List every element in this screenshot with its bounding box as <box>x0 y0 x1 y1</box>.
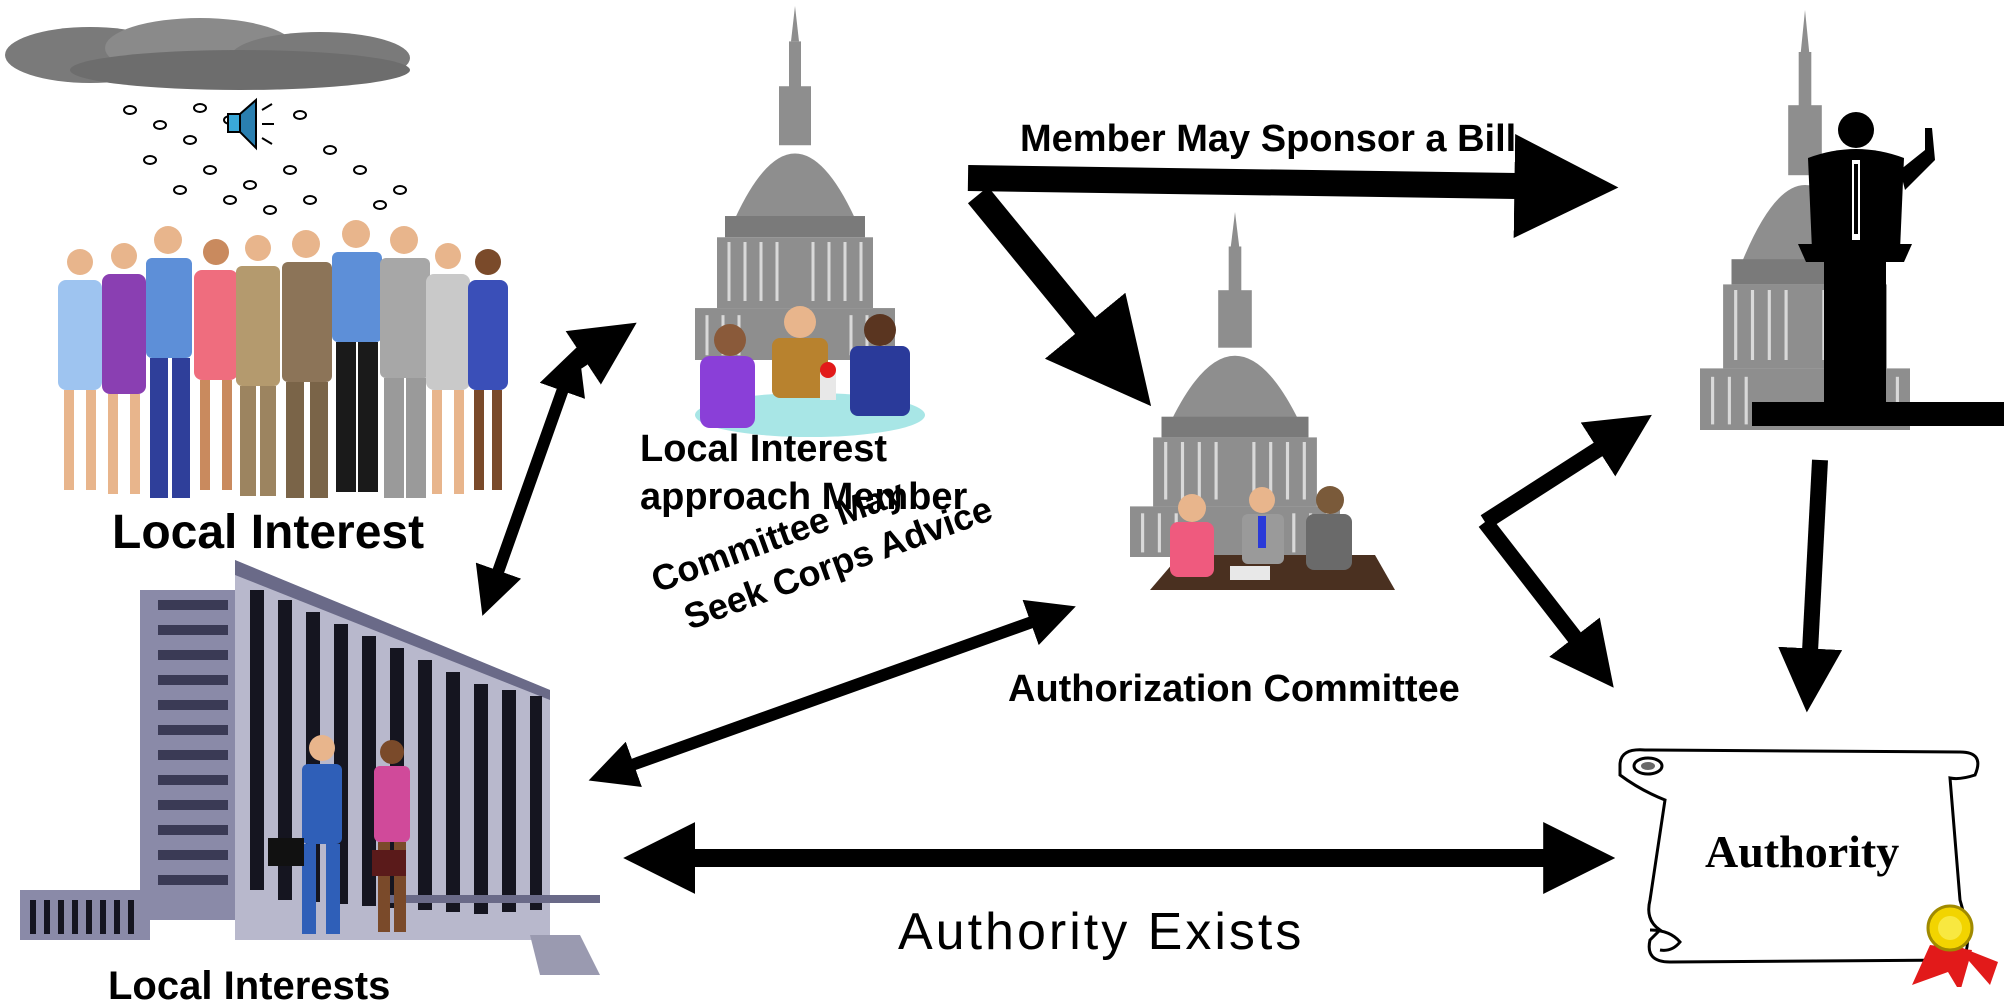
authorization-committee-label: Authorization Committee <box>1008 668 1460 710</box>
meeting-icon <box>695 306 925 437</box>
authority-exists-label: Authority Exists <box>898 903 1305 961</box>
seal-icon <box>1912 904 1998 987</box>
capitol-icon <box>1128 210 1342 559</box>
process-diagram <box>5 4 2004 987</box>
local-interests-label: Local Interests <box>108 964 391 1008</box>
arrow-committee-corps <box>588 599 1076 787</box>
arrow-member-to-committee <box>967 186 1152 407</box>
scroll-icon <box>1618 748 1980 964</box>
arrow-committee-to-authority <box>1478 517 1614 688</box>
arrows <box>475 134 1843 894</box>
office-building-icon <box>20 560 600 975</box>
arrow-local-interest-building <box>475 345 585 616</box>
meeting-icon <box>1150 486 1395 590</box>
people-group-icon <box>58 220 508 498</box>
local-interest-label: Local Interest <box>112 506 425 559</box>
authority-label: Authority <box>1705 826 1900 877</box>
arrow-committee-to-sponsor <box>1480 414 1652 529</box>
speaker-podium-icon <box>1752 112 2004 426</box>
speaker-icon <box>227 97 274 151</box>
arrow-member-to-sponsor <box>967 134 1619 239</box>
local-interest-approach-label-line2: approach Member <box>640 476 968 518</box>
member-sponsor-label: Member May Sponsor a Bill <box>1020 118 1517 160</box>
arrow-local-to-member <box>565 322 637 385</box>
local-interest-approach-label-line1: Local Interest <box>640 428 888 470</box>
rain-cloud-icon <box>5 18 410 215</box>
arrow-sponsor-to-authority <box>1778 459 1843 713</box>
